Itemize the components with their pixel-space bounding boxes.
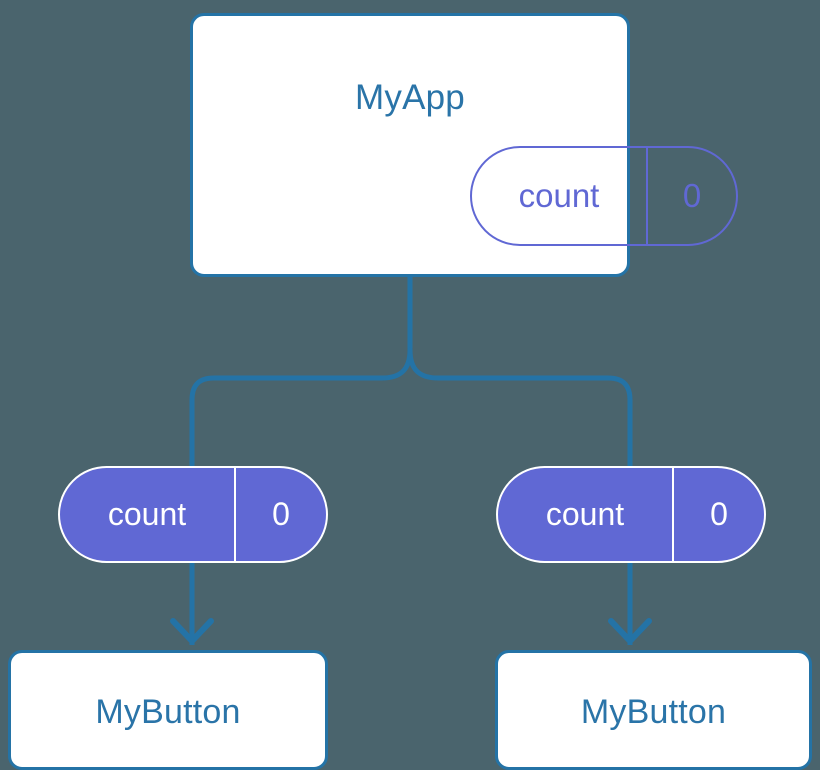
state-pill-mybutton-left[interactable]: count 0 — [58, 466, 328, 563]
state-key: count — [498, 468, 674, 561]
component-node-mybutton-right[interactable]: MyButton — [495, 650, 812, 770]
component-node-myapp[interactable]: MyApp count 0 — [190, 13, 738, 277]
state-value: 0 — [272, 496, 290, 532]
state-value: 0 — [682, 177, 702, 214]
component-title-mybutton: MyButton — [580, 693, 727, 731]
state-key: count — [60, 468, 236, 561]
arrow-head-right-icon — [608, 618, 652, 644]
state-pill-myapp[interactable]: count 0 — [470, 146, 738, 246]
state-pill-mybutton-right[interactable]: count 0 — [496, 466, 766, 563]
edge-branch-right — [407, 347, 633, 473]
component-title-mybutton: MyButton — [95, 693, 241, 731]
component-title-myapp: MyApp — [355, 78, 465, 117]
state-value: 0 — [710, 496, 728, 532]
edge-branch-left — [189, 347, 413, 473]
arrow-head-left-icon — [170, 618, 214, 644]
component-node-mybutton-left[interactable]: MyButton — [8, 650, 328, 770]
state-key: count — [472, 148, 648, 244]
